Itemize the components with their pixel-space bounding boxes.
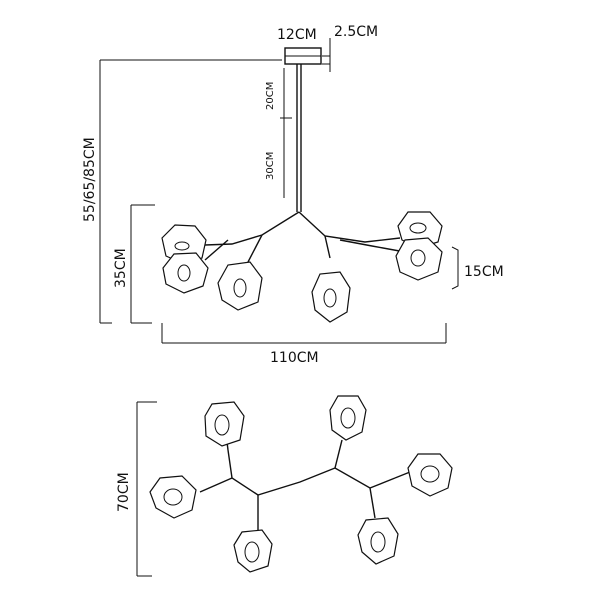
branch-right-upper	[298, 211, 401, 243]
shade-top-2	[329, 395, 367, 441]
label-depth: 70CM	[116, 472, 132, 512]
shade-side-2	[162, 252, 209, 294]
label-total-height: 55/65/85CM	[82, 137, 98, 222]
label-shade-height: 15CM	[464, 264, 504, 280]
shade-top-5	[233, 529, 273, 573]
shade-top-1	[204, 401, 245, 447]
shade-side-4	[311, 271, 351, 323]
shade-height-bracket	[451, 246, 459, 290]
top-view	[136, 395, 453, 577]
shade-side-3	[217, 261, 263, 311]
label-rod-segment-1: 20CM	[265, 82, 276, 110]
label-canopy-width: 12CM	[277, 27, 317, 43]
branch-right-lower	[324, 235, 331, 259]
branch-left-lower	[247, 234, 263, 263]
branch-left-back	[204, 239, 229, 261]
shade-top-6	[357, 517, 399, 565]
arm-top-2	[199, 477, 233, 493]
arm-top-5	[369, 487, 376, 519]
branch-right-back	[339, 239, 406, 253]
label-canopy-height: 2.5CM	[334, 24, 378, 40]
label-rod-segment-2: 30CM	[265, 152, 276, 180]
side-view	[99, 38, 459, 344]
arm-top-6	[394, 471, 411, 479]
shade-side-6	[395, 237, 443, 281]
branch-left-upper	[204, 211, 300, 246]
shade-top-4	[407, 453, 453, 497]
label-body-height: 35CM	[113, 248, 129, 288]
arm-top-4	[334, 439, 343, 469]
shade-top-3	[149, 475, 197, 519]
label-total-width: 110CM	[270, 350, 319, 366]
